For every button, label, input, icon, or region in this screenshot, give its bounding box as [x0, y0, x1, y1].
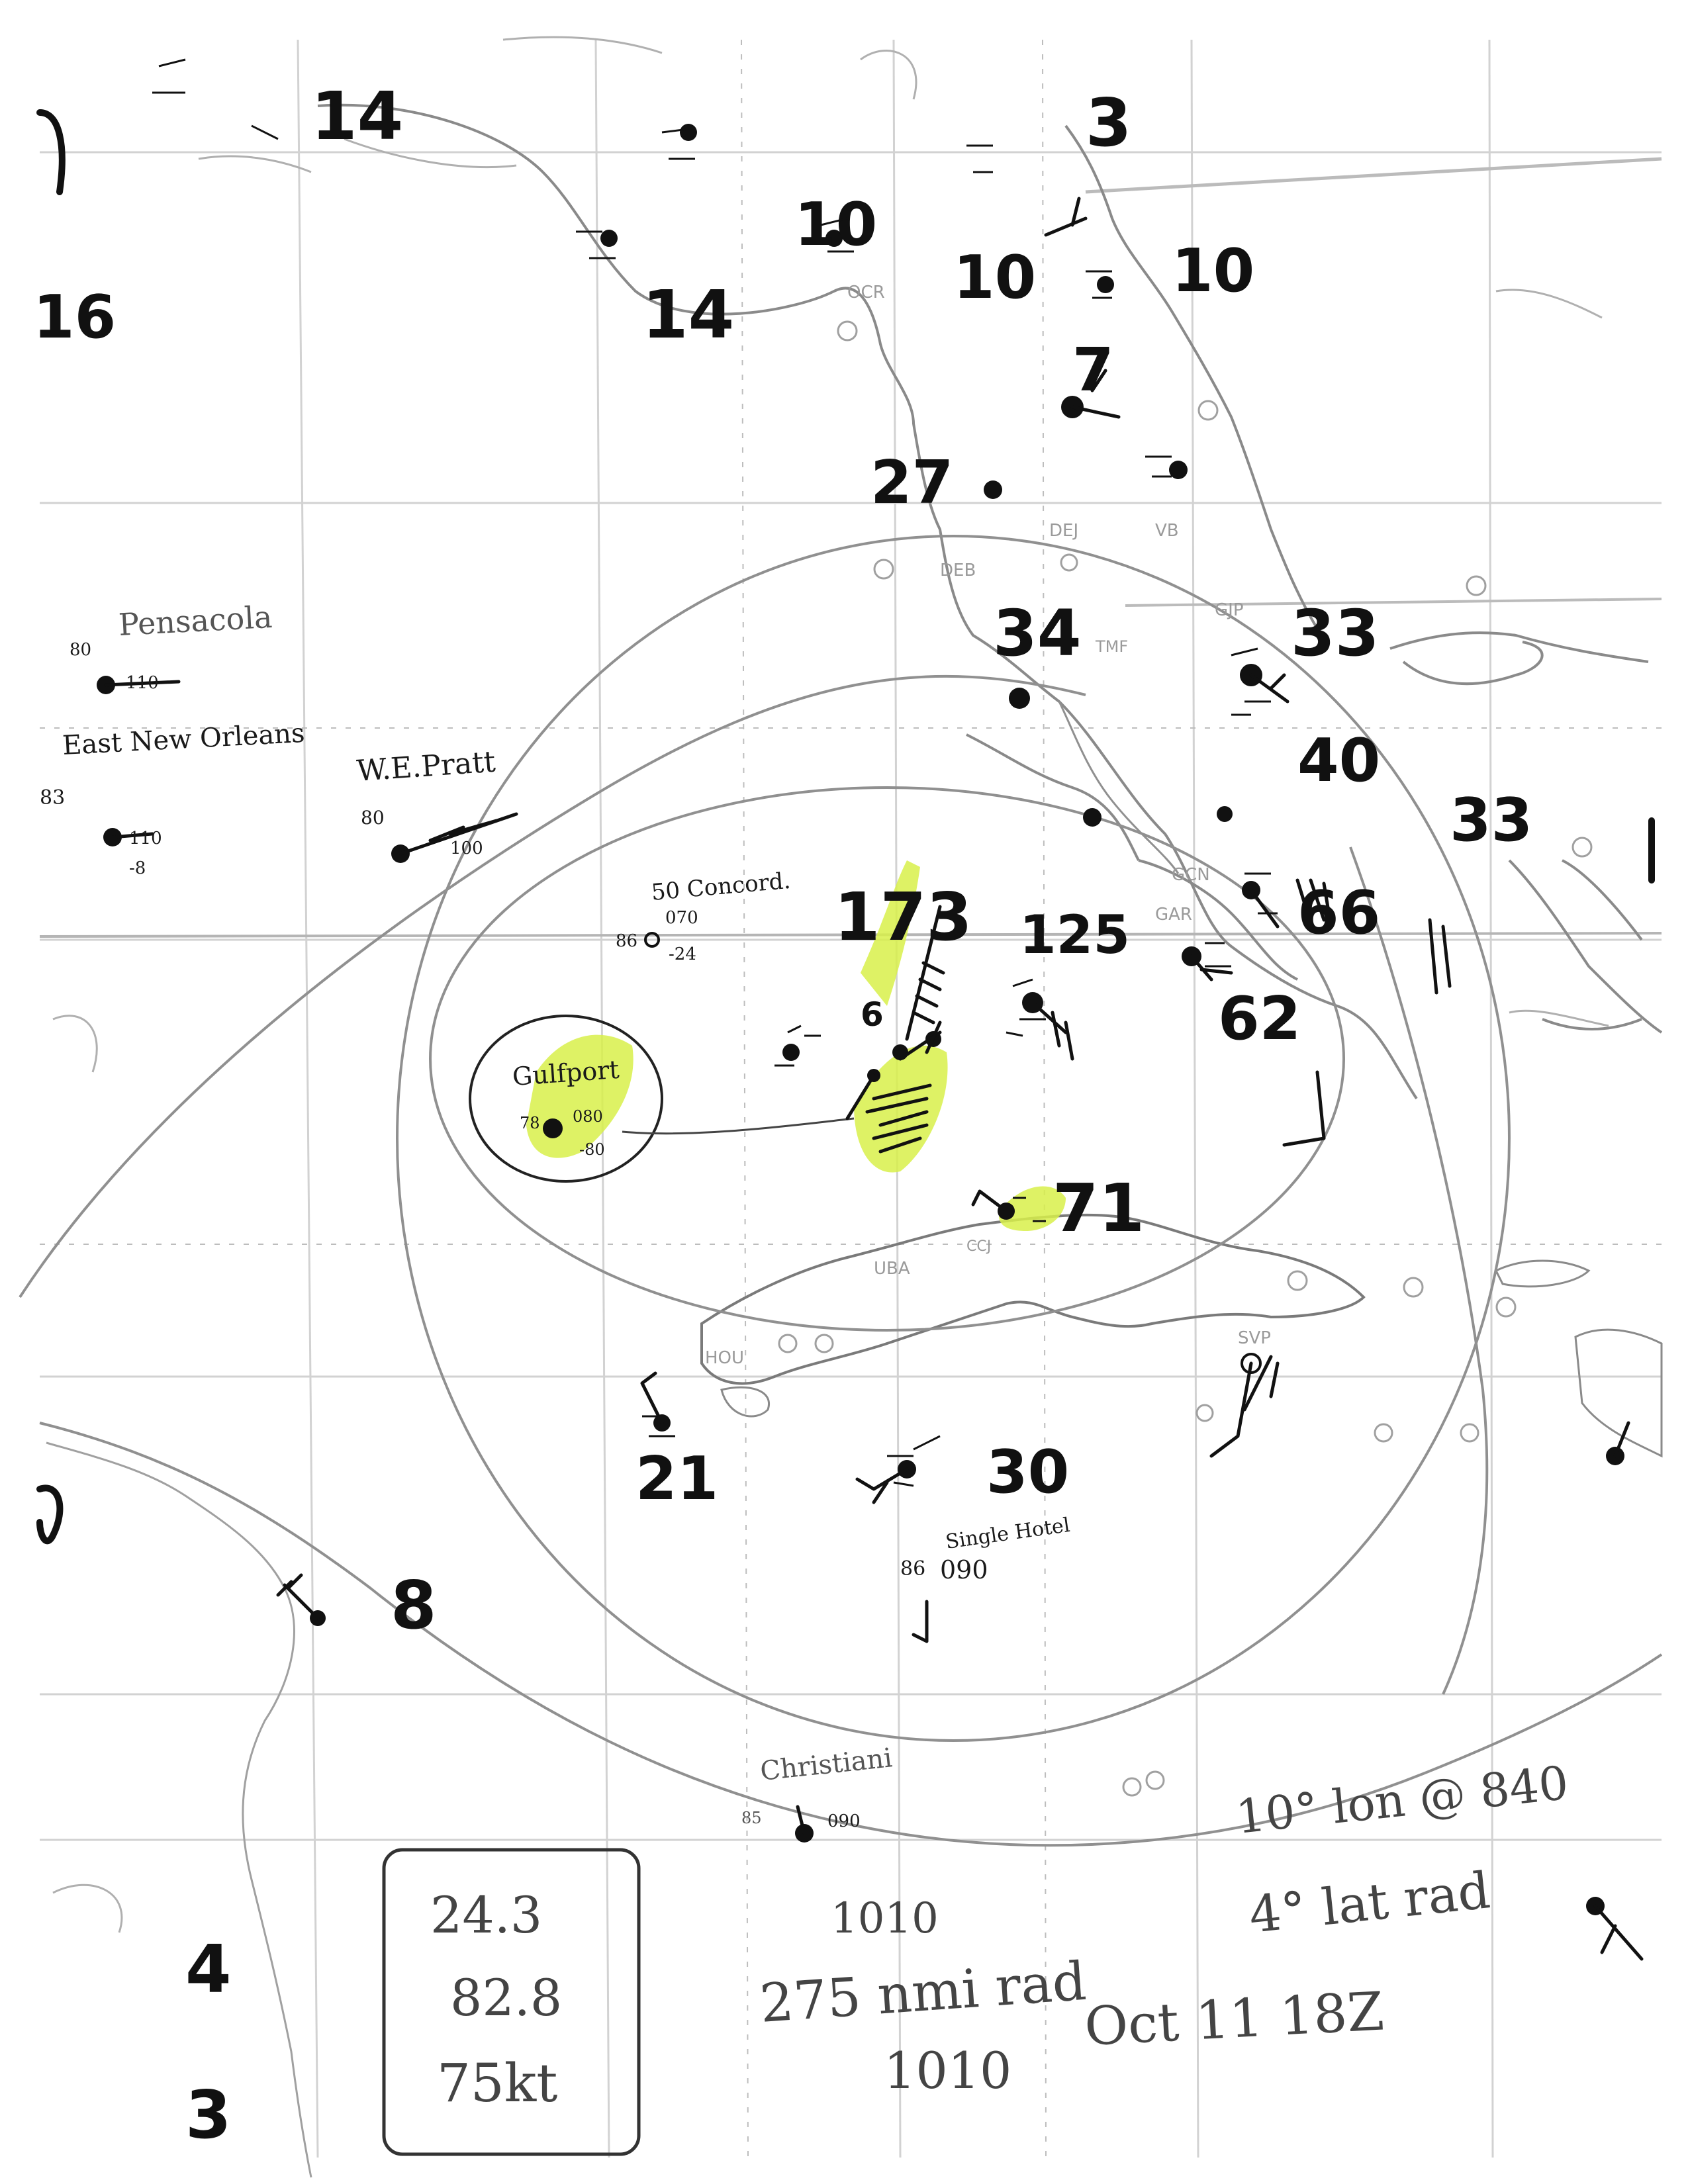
open-station-circles — [778, 320, 1593, 1797]
station-temp: 83 — [40, 786, 65, 809]
big-number: 4 — [185, 1931, 232, 2008]
station-code: HOU — [705, 1348, 744, 1368]
station-label: Pensacola — [118, 599, 273, 643]
summary-lon: 82.8 — [450, 1968, 562, 2027]
hispaniola-outline — [1574, 1328, 1663, 1458]
big-number: 14 — [642, 276, 734, 353]
station-code: DEJ — [1049, 521, 1078, 541]
station-temp: 86 — [616, 931, 637, 951]
cuba-outline — [700, 1213, 1366, 1385]
station-codes: OCR DEJ DEB VB GJP GCN GAR UBA HOU SVP C… — [705, 283, 1271, 1368]
big-number: 3 — [185, 2076, 232, 2154]
latitude-line — [39, 932, 1662, 938]
big-number: 6 — [861, 995, 884, 1034]
big-number: 34 — [993, 596, 1082, 670]
summary-box: 24.3 82.8 75kt — [382, 1848, 641, 2156]
yucatan-coast — [46, 1441, 312, 2178]
station-temp: 80 — [70, 640, 91, 660]
station-pensacola: Pensacola 80 110 — [70, 599, 273, 693]
isobars — [19, 535, 1663, 1847]
station-code: SVP — [1238, 1328, 1271, 1348]
edge-marks — [36, 109, 1655, 1545]
station-tendency: -80 — [579, 1140, 605, 1159]
station-code: TMF — [1095, 637, 1128, 656]
station-pressure: 090 — [940, 1555, 988, 1584]
station-code: DEB — [940, 561, 976, 580]
big-number: 173 — [834, 878, 972, 956]
station-code: GCN — [1172, 865, 1210, 885]
isla-de-la-juventud — [720, 1386, 771, 1418]
station-code: OCR — [847, 283, 885, 302]
big-number: 10 — [1172, 236, 1254, 306]
big-number: 7 — [1072, 336, 1114, 405]
latitude-line — [1085, 157, 1662, 194]
station-pressure: 070 — [665, 908, 698, 928]
isobar-outer — [396, 535, 1511, 1742]
big-number: 3 — [1086, 84, 1132, 161]
leader-line — [622, 1117, 855, 1135]
big-number: 27 — [870, 448, 953, 518]
big-number: 16 — [33, 283, 116, 352]
station-pressure: 090 — [827, 1811, 861, 1831]
faint-pencil-marks — [52, 36, 1609, 1933]
isobar-southwest — [39, 1422, 1663, 1847]
station-code: GAR — [1155, 905, 1192, 925]
jamaica-outline — [1494, 1259, 1591, 1288]
big-number: 21 — [635, 1444, 718, 1514]
station-code: CCJ — [966, 1238, 991, 1255]
station-code: UBA — [874, 1259, 910, 1279]
station-code: GJP — [1215, 600, 1244, 620]
grid-dashes — [40, 39, 1662, 2158]
station-temp: 86 — [900, 1557, 925, 1580]
wind-barbs — [104, 197, 1644, 1961]
station-pressure: 080 — [573, 1107, 603, 1126]
big-number: 14 — [311, 77, 403, 155]
big-number: 62 — [1218, 984, 1301, 1054]
big-number: 40 — [1297, 726, 1380, 796]
station-pressure: 110 — [126, 673, 159, 693]
big-numbers: 14 3 10 10 10 7 27 16 14 34 33 40 33 66 … — [33, 77, 1532, 2154]
isobar-east — [1349, 846, 1489, 1695]
station-code: VB — [1155, 521, 1179, 541]
big-number: 30 — [986, 1437, 1069, 1507]
big-number: 71 — [1053, 1169, 1145, 1247]
big-number: 33 — [1450, 786, 1532, 855]
station-gulfport: Gulfport 78 080 -80 — [512, 1055, 620, 1159]
summary-box-frame — [382, 1848, 641, 2156]
summary-lat: 24.3 — [430, 1886, 542, 1944]
big-number: 10 — [794, 190, 877, 259]
observation-figures — [152, 58, 1278, 1487]
isobar-west — [19, 674, 1086, 1298]
station-tendency: -24 — [669, 944, 696, 964]
station-temp: 80 — [361, 807, 385, 829]
isobar-label: 1010 — [831, 1894, 939, 1943]
station-temp: 78 — [520, 1114, 540, 1132]
station-tendency: -8 — [129, 858, 146, 878]
florida-coast — [1058, 701, 1180, 874]
big-number: 66 — [1297, 878, 1380, 948]
summary-wind: 75kt — [437, 2052, 557, 2114]
big-number: 125 — [1019, 904, 1130, 966]
big-number: 33 — [1291, 596, 1380, 670]
coastline — [317, 103, 1663, 1100]
isobar-label: 1010 — [884, 2041, 1011, 2100]
station-pressure: 110 — [129, 829, 162, 848]
gulfport-circle — [469, 1015, 663, 1183]
station-pressure: 100 — [450, 839, 483, 858]
latitude-line — [1125, 598, 1662, 607]
big-number: 8 — [391, 1567, 437, 1644]
isobar-inner — [429, 786, 1345, 1332]
big-number: 10 — [953, 243, 1036, 312]
station-temp: 85 — [741, 1809, 762, 1827]
